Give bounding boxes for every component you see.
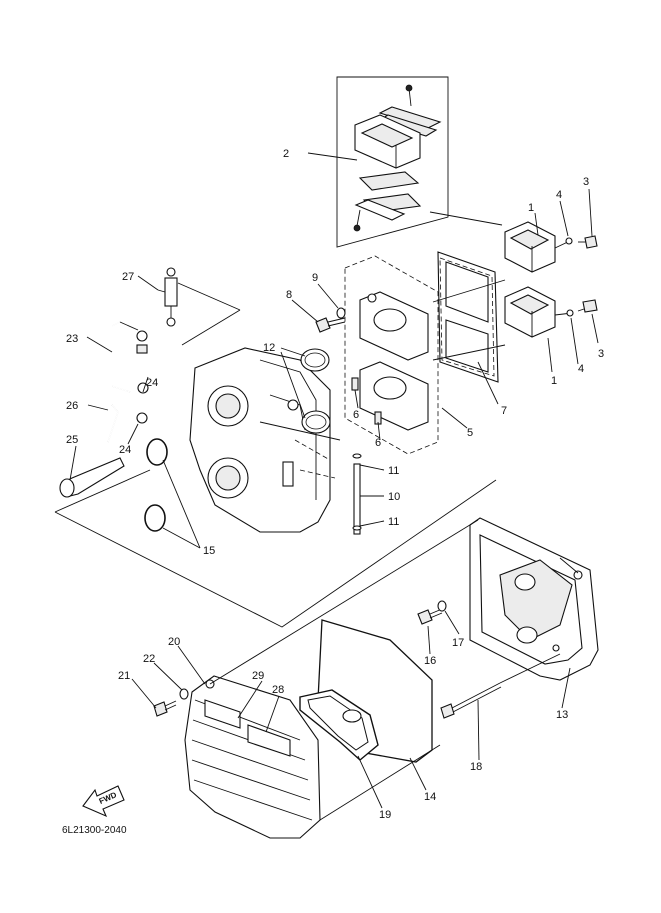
fwd-arrow-icon: FWD: [82, 785, 125, 818]
rod-10: [352, 453, 362, 535]
callout-13: 13: [556, 709, 568, 721]
callout-22: 22: [143, 653, 155, 665]
callout-4b: 4: [578, 363, 584, 375]
callout-12: 12: [263, 342, 275, 354]
callout-5: 5: [467, 427, 473, 439]
bolt-18: [440, 653, 561, 719]
callout-numbers: 1 1 2 3 3 4 4 5 6 6 7 8 9 10 11 11 12 13…: [66, 148, 604, 821]
callout-23: 23: [66, 333, 78, 345]
callout-6a: 6: [353, 409, 359, 421]
callout-14: 14: [424, 791, 436, 803]
reed-valve-lower: [504, 286, 598, 338]
outline-edge: [54, 469, 151, 513]
callout-27: 27: [122, 271, 134, 283]
callout-20: 20: [168, 636, 180, 648]
bolt-21: [153, 700, 177, 717]
hose-26: [107, 404, 119, 443]
callout-9: 9: [312, 272, 318, 284]
callout-17: 17: [452, 637, 464, 649]
fitting-27: [157, 267, 178, 327]
callout-16: 16: [424, 655, 436, 667]
bolt-16: [417, 608, 443, 625]
clamps-24: [136, 330, 149, 424]
callout-15: 15: [203, 545, 215, 557]
catalog-code: 6L21300-2040: [62, 825, 127, 836]
callout-11a: 11: [388, 465, 399, 477]
callout-25: 25: [66, 434, 78, 446]
callout-18: 18: [470, 761, 482, 773]
o-rings-15: [144, 438, 168, 532]
callout-11b: 11: [388, 516, 399, 528]
callout-3b: 3: [598, 348, 604, 360]
callout-24b: 24: [119, 444, 131, 456]
callout-4a: 4: [556, 189, 562, 201]
outer-cover: [184, 675, 321, 839]
intake-gasket: [437, 251, 499, 383]
cylinder-block: [189, 347, 336, 533]
callout-1b: 1: [551, 375, 557, 387]
cover-outline-bottom: [319, 744, 441, 821]
leader-lines: [69, 188, 599, 809]
cylinder-head-cover-13: [469, 517, 599, 681]
callout-3a: 3: [583, 176, 589, 188]
callout-1a: 1: [528, 202, 534, 214]
callout-26: 26: [66, 400, 78, 412]
callout-2: 2: [283, 148, 289, 160]
washer-9: [336, 307, 346, 319]
callout-29: 29: [252, 670, 264, 682]
reed-valve-detail-inset: [307, 76, 503, 248]
gasket-19: [299, 689, 379, 761]
callout-28: 28: [272, 684, 284, 696]
leader-27: [177, 282, 241, 311]
leader-manifold-top: [432, 279, 506, 303]
cover-outline-top: [209, 519, 479, 685]
washer-22: [179, 688, 189, 700]
callout-6b: 6: [375, 437, 381, 449]
reed-valve-upper: [504, 221, 598, 273]
callout-7: 7: [501, 405, 507, 417]
bolt-8: [315, 317, 346, 333]
leader-head: [259, 421, 341, 441]
callout-19: 19: [379, 809, 391, 821]
bolt-25: [59, 457, 125, 498]
head-assembly-outline: [54, 479, 497, 628]
leader-manifold-bottom: [432, 344, 506, 361]
o-rings-12: [300, 348, 331, 434]
leader-27b: [181, 309, 241, 346]
intake-manifold: [344, 255, 439, 455]
callout-8: 8: [286, 289, 292, 301]
callout-10: 10: [388, 491, 400, 503]
callout-24a: 24: [146, 377, 158, 389]
hose-23: [111, 321, 139, 393]
callout-21: 21: [118, 670, 130, 682]
washer-17: [437, 600, 447, 612]
